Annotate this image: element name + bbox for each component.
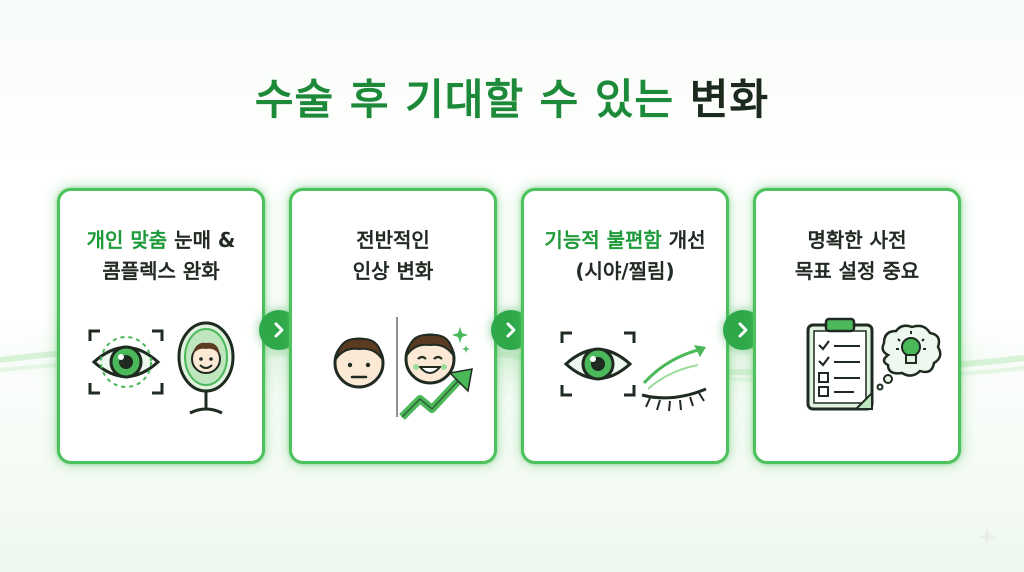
card-illustration: [756, 309, 958, 429]
card-title: 개인 맞춤 눈매 & 콤플렉스 완화: [60, 225, 262, 287]
card-personal-eye-shape: 개인 맞춤 눈매 & 콤플렉스 완화: [57, 188, 265, 464]
card-illustration: [292, 309, 494, 429]
title-dark-part: 변화: [674, 75, 770, 124]
card-title-highlight: 기능적 불편함: [544, 228, 662, 252]
card-clear-goal-setting: 명확한 사전 목표 설정 중요: [753, 188, 961, 464]
card-illustration: [60, 309, 262, 429]
lightbulb-thought-icon: [876, 324, 942, 391]
card-title-line1: 눈매 &: [167, 228, 236, 252]
card-title-line1: 명확한 사전: [807, 228, 907, 252]
card-title-line2: 콤플렉스 완화: [102, 259, 220, 283]
eye-focus-icon: [560, 331, 636, 397]
card-title: 명확한 사전 목표 설정 중요: [756, 225, 958, 287]
card-title-line1: 전반적인: [356, 228, 430, 252]
title-green-part: 수술 후 기대할 수 있는: [254, 75, 675, 124]
card-title: 기능적 불편함 개선 (시야/찔림): [524, 225, 726, 287]
eyelash-lift-icon: [641, 345, 707, 412]
page-title: 수술 후 기대할 수 있는 변화: [0, 66, 1024, 127]
divider-line: [396, 317, 398, 417]
card-title-line1: 개선: [661, 228, 706, 252]
neutral-face-icon: [333, 337, 385, 389]
checklist-clipboard-icon: [806, 317, 874, 411]
chevron-right-icon: [506, 322, 516, 338]
smiling-face-icon: [404, 327, 470, 385]
chevron-right-icon: [738, 322, 748, 338]
eye-focus-icon: [88, 329, 164, 395]
card-title-line2: (시야/찔림): [575, 259, 675, 283]
sparkle-icon: [978, 528, 996, 546]
card-title-line2: 목표 설정 중요: [794, 259, 920, 283]
chevron-right-icon: [274, 322, 284, 338]
card-overall-impression: 전반적인 인상 변화: [289, 188, 497, 464]
card-functional-improvement: 기능적 불편함 개선 (시야/찔림): [521, 188, 729, 464]
card-title-line2: 인상 변화: [352, 259, 434, 283]
card-illustration: [524, 309, 726, 429]
card-title-highlight: 개인 맞춤: [86, 228, 168, 252]
card-title: 전반적인 인상 변화: [292, 225, 494, 287]
mirror-face-icon: [177, 321, 235, 415]
upward-trend-arrow-icon: [399, 368, 473, 420]
